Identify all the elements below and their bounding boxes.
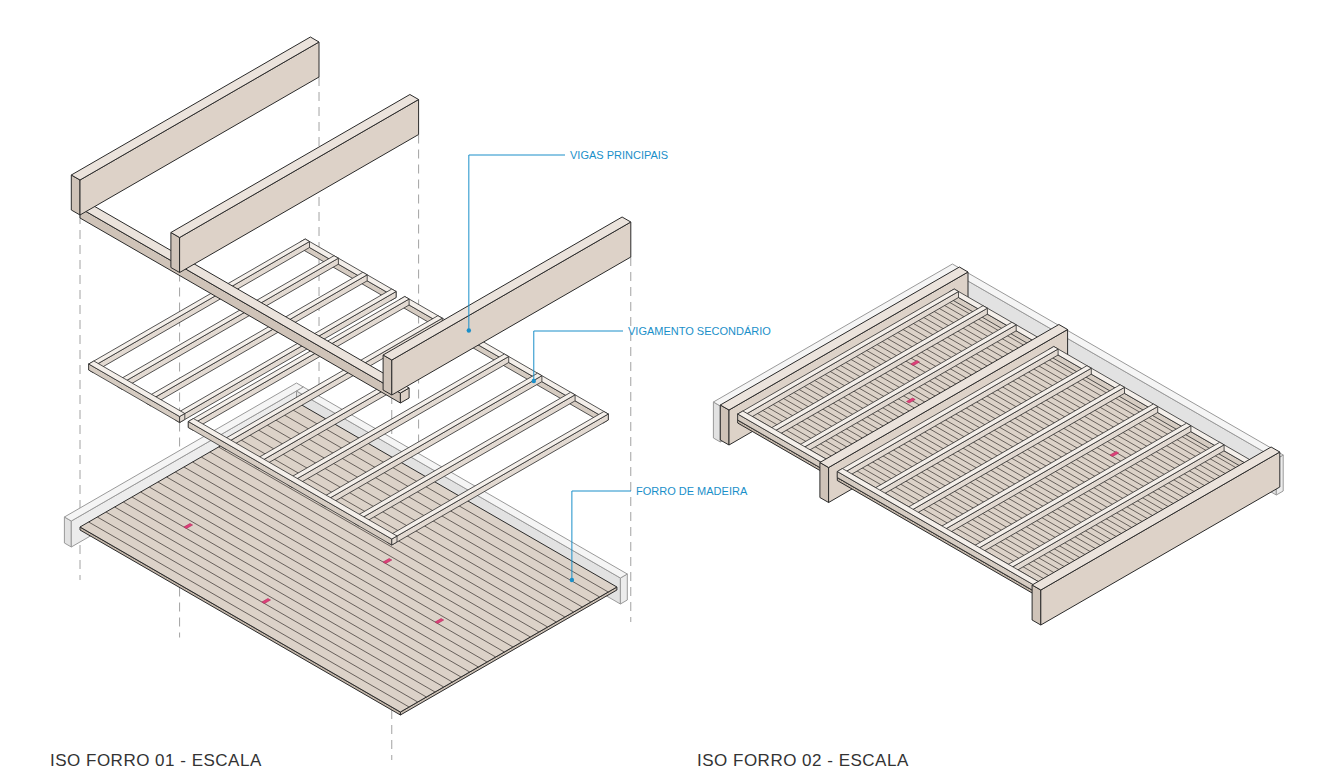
wood-ceiling-panel-top (837, 353, 1257, 596)
projection-dash-line (630, 257, 631, 622)
fastener-mark (435, 619, 444, 624)
leader-lines (467, 155, 631, 582)
main-beam-top (383, 217, 631, 360)
ceiling-slat-line (132, 497, 452, 682)
main-beam-end (820, 463, 829, 503)
main-beam-side (1041, 452, 1280, 625)
callout-label: VIGAMENTO SECONDÁRIO (628, 325, 771, 337)
secondary-joist-side (908, 387, 1125, 518)
secondary-joist-side (193, 299, 410, 430)
secondary-joist-side (392, 414, 609, 545)
fastener-mark (907, 398, 916, 403)
main-beam-side (180, 100, 419, 273)
secondary-joist-side (122, 258, 339, 389)
ceiling-slat-line (106, 512, 426, 697)
secondary-joist-side (842, 349, 1059, 480)
ceiling-slat-line (89, 522, 409, 707)
view-caption: ISO FORRO 02 - ESCALA (697, 752, 909, 771)
secondary-joist-rail-end (188, 422, 391, 546)
leader-line (469, 155, 565, 331)
main-beam-top (171, 95, 419, 238)
secondary-joist-rail-end (89, 364, 180, 423)
main-beam-end (383, 355, 392, 395)
main-beam-end (171, 233, 180, 273)
secondary-joist-rail-top (89, 361, 185, 417)
leader-dot (467, 328, 471, 332)
ceiling-slat-line (149, 487, 469, 672)
secondary-joist-side (875, 368, 1092, 499)
secondary-joist-rail-top (188, 419, 397, 540)
secondary-joist-side (325, 376, 542, 507)
iso-forro-02 (713, 264, 1283, 625)
secondary-joist-top (738, 289, 959, 417)
fastener-mark (1110, 452, 1119, 457)
perimeter-rail-end (64, 517, 71, 547)
ceiling-slat-line (123, 502, 443, 687)
perimeter-rail-end (713, 402, 720, 442)
ceiling-slat-line (97, 517, 417, 702)
secondary-joist-rail-top (837, 469, 1046, 590)
secondary-joist-rail-end (837, 472, 1041, 596)
secondary-joist-top (387, 412, 608, 540)
leader-dot (532, 379, 536, 383)
fastener-mark (911, 361, 920, 366)
view-caption: ISO FORRO 01 - ESCALA (50, 752, 262, 771)
fastener-mark (262, 599, 271, 604)
main-beam-end (71, 175, 80, 215)
main-beam-side (392, 222, 631, 395)
main-beam-top (71, 37, 319, 180)
secondary-joist-rail-top (738, 411, 834, 467)
fastener-mark (184, 524, 193, 529)
callout-label: VIGAS PRINCIPAIS (570, 149, 668, 161)
perimeter-rail-side (620, 574, 627, 604)
secondary-joist-side (941, 407, 1157, 538)
main-beam-end (1032, 585, 1041, 625)
leader-line (572, 491, 631, 580)
ceiling-slat-line (141, 492, 461, 677)
secondary-joist-rail-end (738, 414, 829, 473)
callout-label: FORRO DE MADEIRA (636, 485, 747, 497)
ceiling-slat-line (158, 482, 478, 667)
main-beam-top (1032, 447, 1280, 590)
iso-forro-01 (64, 37, 630, 760)
leader-line (534, 331, 623, 381)
secondary-joist-side (93, 242, 310, 373)
fastener-mark (383, 559, 392, 564)
main-beam-end (720, 405, 729, 445)
leader-dot (570, 578, 574, 582)
secondary-joist-side (359, 395, 575, 526)
